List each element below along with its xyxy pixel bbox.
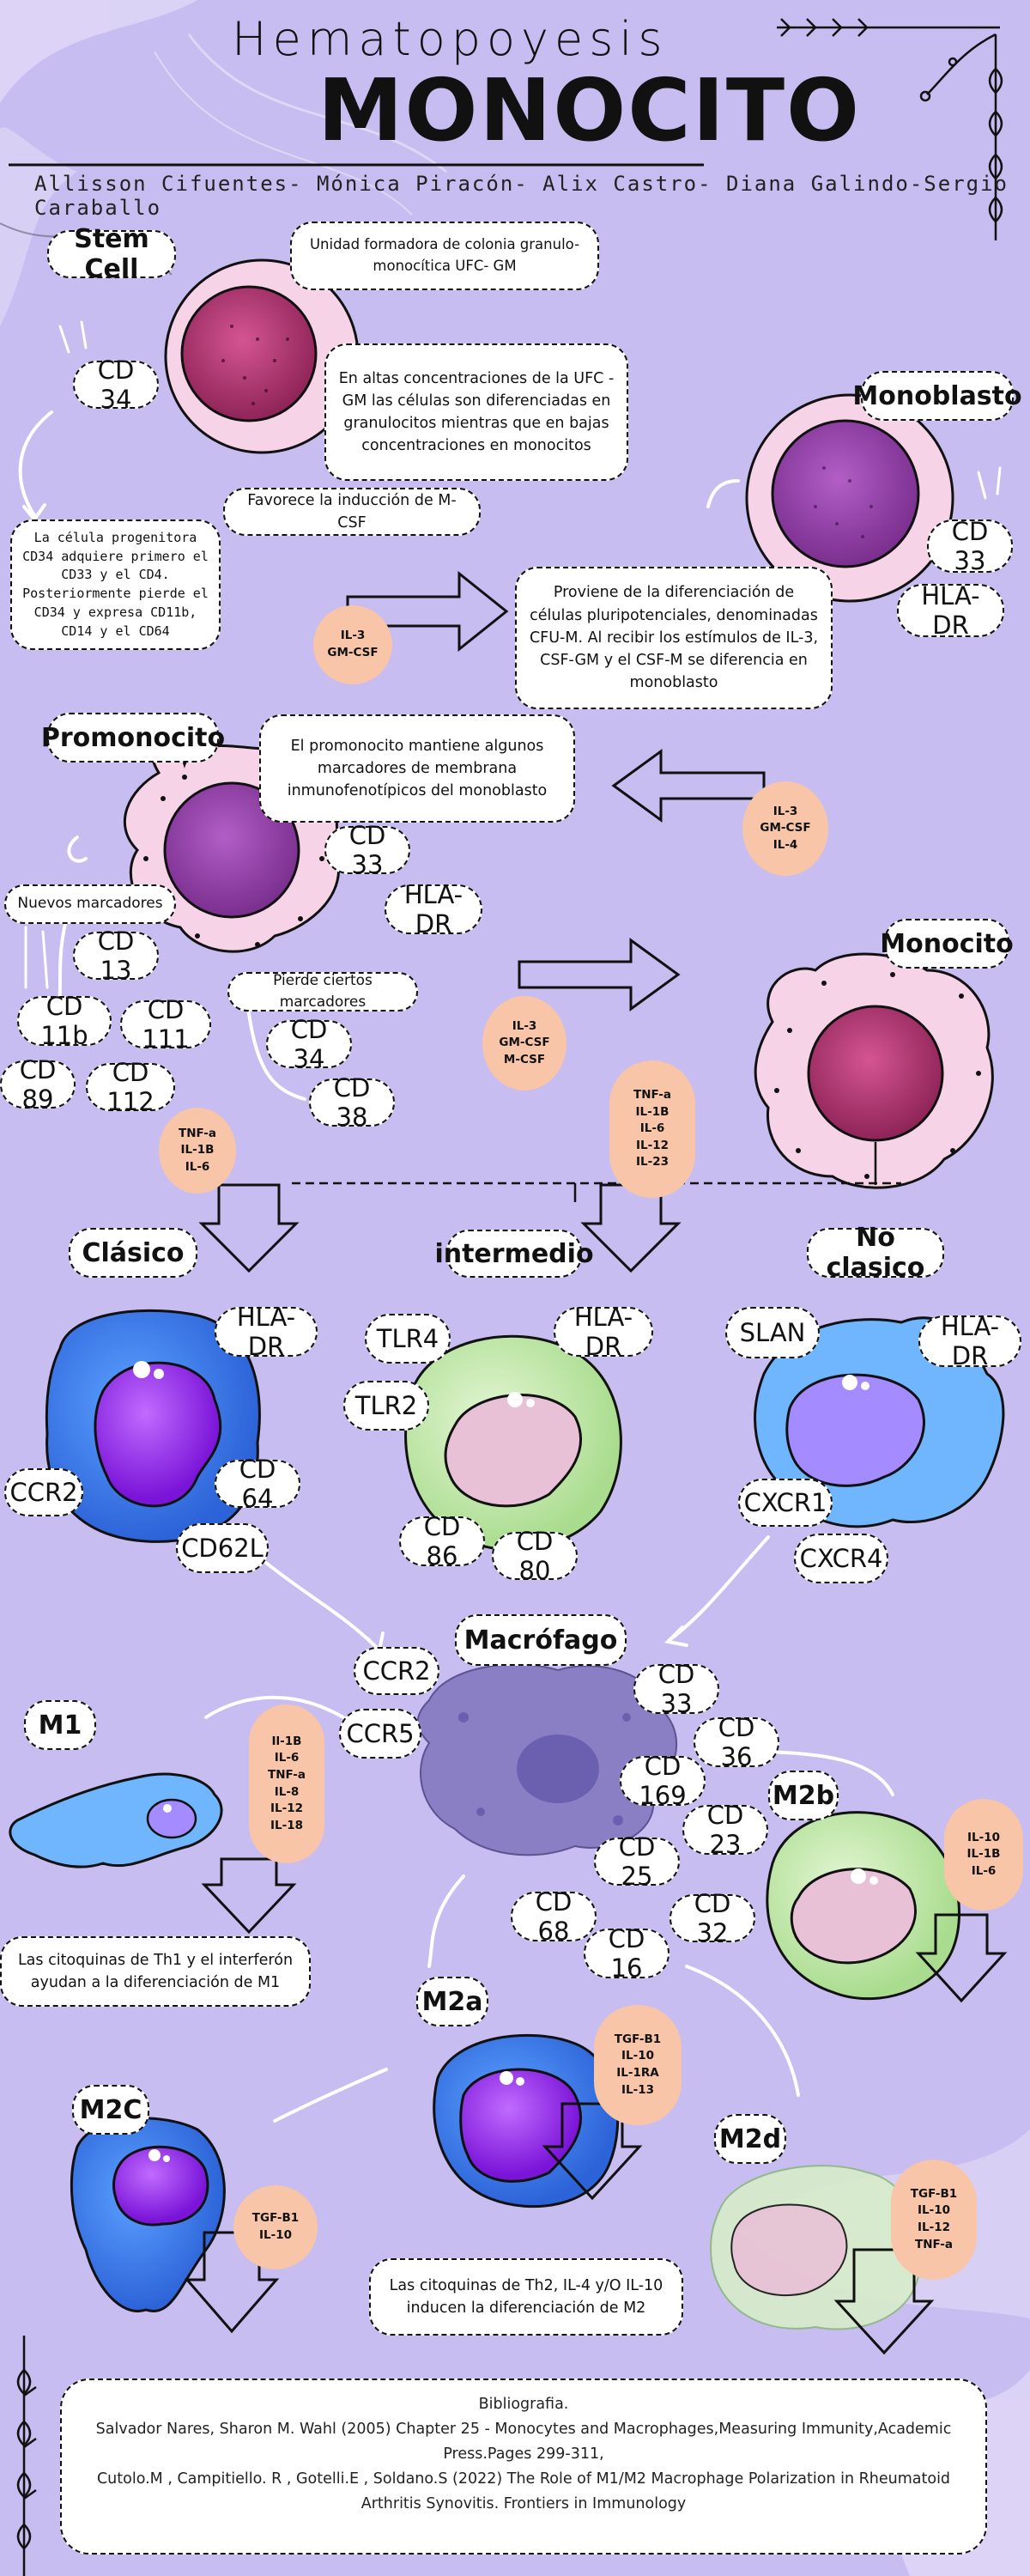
box-th1: Las citoquinas de Th1 y el interferón ay… xyxy=(0,1936,311,2007)
m2b-illustration xyxy=(766,1811,960,2001)
marker-macrofago-cd68: CD 68 xyxy=(511,1887,597,1946)
marker-clasico-cd64: CD 64 xyxy=(215,1455,300,1513)
m1-illustration xyxy=(9,1772,223,1868)
pointer-arrows xyxy=(24,320,1002,989)
box-induccion-mcsf: Favorece la inducción de M-CSF xyxy=(223,488,481,536)
marker-promonocito-cd33: CD 33 xyxy=(324,821,410,879)
marker-promonocito-cd112: CD 112 xyxy=(86,1058,175,1116)
marker-macrofago-cd32: CD 32 xyxy=(670,1889,755,1947)
marker-intermedio-cd86: CD 86 xyxy=(399,1512,485,1571)
stage-m2a: M2a xyxy=(416,1977,488,2026)
stage-clasico: Clásico xyxy=(69,1228,197,1278)
stem-cell-illustration xyxy=(164,258,360,454)
marker-promonocito-cd111: CD 111 xyxy=(120,995,211,1054)
marker-macrofago-cd16: CD 16 xyxy=(584,1924,670,1983)
stage-macrofago: Macrófago xyxy=(455,1614,627,1666)
box-pierde-marcadores: Pierde ciertos marcadores xyxy=(227,972,418,1012)
marker-promonocito-hladr: HLA-DR xyxy=(385,880,482,939)
stage-m2d: M2d xyxy=(714,2114,786,2164)
white-flow-arrows xyxy=(18,410,894,2123)
marker-intermedio-tlr2: TLR2 xyxy=(343,1381,429,1431)
stage-monocito: Monocito xyxy=(880,919,1014,969)
bibliography-box: Bibliografia. Salvador Nares, Sharon M. … xyxy=(60,2379,987,2555)
fern-decoration-bottom xyxy=(16,2336,37,2576)
marker-macrofago-cd23: CD 23 xyxy=(682,1801,768,1859)
marker-intermedio-tlr4: TLR4 xyxy=(365,1314,451,1364)
marker-macrofago-ccr5: CCR5 xyxy=(339,1709,421,1759)
marker-macrofago-cd25: CD 25 xyxy=(594,1832,680,1891)
macrofago-illustration xyxy=(416,1663,678,1856)
intermedio-illustration xyxy=(404,1334,622,1552)
marker-no-clasico-cxcr4: CXCR4 xyxy=(794,1534,888,1583)
monocito-illustration xyxy=(754,952,994,1189)
fern-decoration-top xyxy=(777,18,1003,240)
box-monoblasto-desc: Proviene de la diferenciación de células… xyxy=(515,567,833,709)
box-promonocito-desc: El promonocito mantiene algunos marcador… xyxy=(259,714,575,823)
marker-clasico-hladr: HLA-DR xyxy=(215,1303,318,1361)
stage-m2b: M2b xyxy=(768,1771,839,1820)
marker-promonocito-cd13: CD 13 xyxy=(73,927,159,985)
marker-promonocito-cd89: CD 89 xyxy=(0,1055,76,1114)
m2d-illustration xyxy=(710,2165,922,2330)
stage-no-clasico: No clasico xyxy=(807,1223,944,1283)
title-hematopoyesis: Hematopoyesis xyxy=(232,12,669,66)
stage-m1: M1 xyxy=(24,1700,96,1750)
marker-intermedio-cd80: CD 80 xyxy=(492,1527,578,1585)
bibliography-heading: Bibliografia. xyxy=(478,2396,569,2413)
marker-promonocito-cd34: CD 34 xyxy=(266,1015,352,1073)
stage-promonocito: Promonocito xyxy=(41,713,225,762)
stage-monoblasto: Monoblasto xyxy=(852,371,1022,421)
marker-monoblasto-cd33: CD 33 xyxy=(927,517,1013,575)
monoblasto-illustration xyxy=(745,393,954,603)
marker-stem-cd34: CD 34 xyxy=(73,355,159,414)
marker-clasico-cd62l: CD62L xyxy=(176,1523,269,1573)
box-th2: Las citoquinas de Th2, IL-4 y/O IL-10 in… xyxy=(369,2258,683,2336)
connector-lines xyxy=(292,1142,901,1202)
marker-promonocito-cd11b: CD 11b xyxy=(17,992,112,1050)
box-celula-progenitora: La célula progenitora CD34 adquiere prim… xyxy=(10,519,221,650)
clasico-illustration xyxy=(45,1309,261,1543)
box-nuevos-marcadores: Nuevos marcadores xyxy=(4,884,176,924)
marker-no-clasico-slan: SLAN xyxy=(725,1307,820,1358)
marker-monoblasto-hladr: HLA-DR xyxy=(897,581,1004,640)
marker-no-clasico-cxcr1: CXCR1 xyxy=(738,1479,833,1527)
marker-clasico-ccr2: CCR2 xyxy=(4,1468,83,1516)
bibliography-ref-1: Salvador Nares, Sharon M. Wahl (2005) Ch… xyxy=(95,2420,952,2463)
no-clasico-illustration xyxy=(754,1316,1005,1528)
stage-intermedio: intermedio xyxy=(434,1230,594,1278)
box-ufc-gm: Unidad formadora de colonia granulo-mono… xyxy=(290,222,599,290)
marker-macrofago-cd36: CD 36 xyxy=(694,1713,779,1771)
marker-intermedio-hladr: HLA-DR xyxy=(554,1303,653,1361)
stage-m2c: M2C xyxy=(72,2085,149,2135)
box-altas-concentraciones: En altas concentraciones de la UFC -GM l… xyxy=(324,343,628,481)
authors-line: Allisson Cifuentes- Mónica Piracón- Alix… xyxy=(34,172,1009,220)
m2c-illustration xyxy=(70,2117,226,2312)
marker-no-clasico-hladr: HLA-DR xyxy=(918,1312,1021,1370)
m2a-illustration xyxy=(433,2033,620,2208)
marker-macrofago-cd169: CD 169 xyxy=(620,1752,706,1810)
marker-macrofago-cd33: CD 33 xyxy=(633,1660,719,1718)
marker-macrofago-ccr2: CCR2 xyxy=(354,1647,439,1695)
title-monocito: MONOCITO xyxy=(318,60,862,161)
stage-stem-cell: Stem Cell xyxy=(47,224,176,284)
marker-promonocito-cd38: CD 38 xyxy=(309,1073,395,1132)
bibliography-ref-2: Cutolo.M , Campitiello. R , Gotelli.E , … xyxy=(96,2470,951,2512)
